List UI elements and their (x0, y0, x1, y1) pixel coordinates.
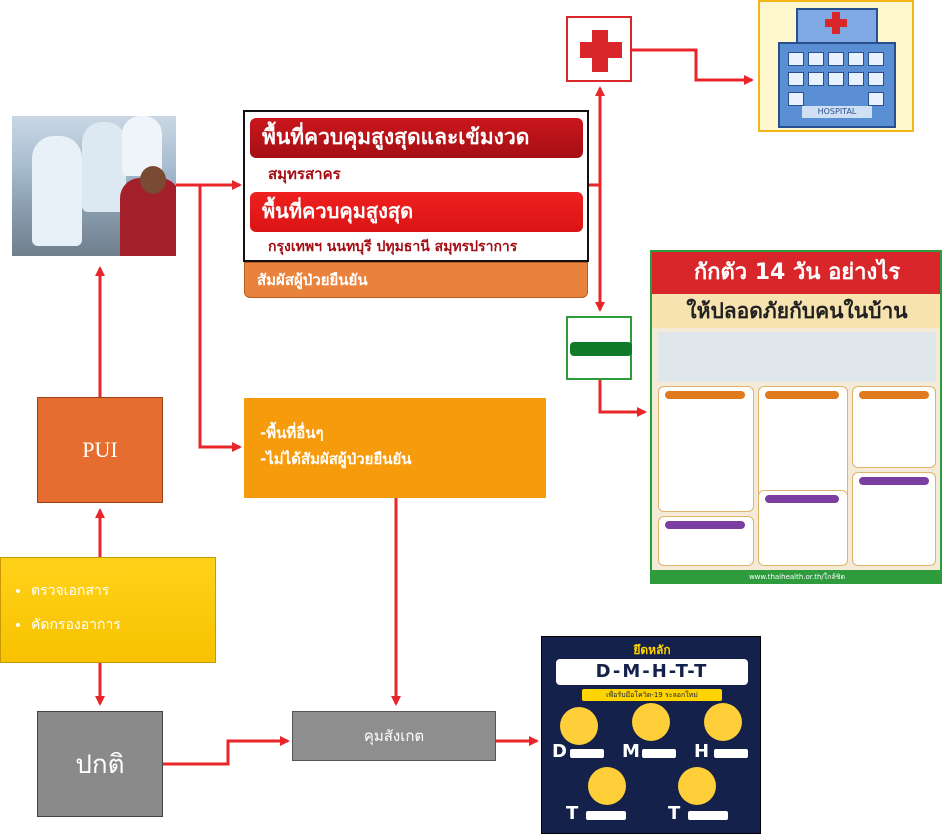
panel-heading (765, 495, 839, 503)
red-cross-icon-bar (580, 42, 622, 58)
arrow-zones-to-cross (589, 86, 605, 187)
hospital-cross-icon-bar (825, 19, 847, 27)
window (868, 52, 884, 66)
hospital-illustration: HOSPITAL (758, 0, 914, 132)
normal-box: ปกติ (37, 711, 163, 817)
thaichana-icon (678, 767, 716, 805)
letter-caption (688, 811, 728, 820)
window (788, 52, 804, 66)
panel-heading (859, 477, 929, 485)
house-scene-illustration (658, 332, 936, 382)
arrow-green-to-poster (598, 380, 647, 417)
handwashing-icon (704, 703, 742, 741)
screening-box: ตรวจเอกสาร คัดกรองอาการ (0, 557, 216, 663)
poster-title-1: กักตัว 14 วัน อย่างไร (652, 252, 940, 294)
poster-panel (658, 516, 754, 566)
letter-caption (714, 749, 748, 758)
arrow-to-other-area (198, 185, 242, 452)
poster-panel (852, 472, 936, 566)
letter-caption (642, 749, 676, 758)
red-cross-box (566, 16, 632, 82)
zone-highest-strict-provinces: สมุทรสาคร (268, 165, 341, 183)
poster-panel (852, 386, 936, 468)
screening-item-documents: ตรวจเอกสาร (31, 580, 207, 602)
normal-label: ปกติ (75, 749, 125, 779)
swab-test-photo (12, 116, 176, 256)
monitor-label: คุมสังเกต (363, 727, 425, 745)
window (788, 72, 804, 86)
dmhtt-letter-d: D (552, 741, 567, 762)
temperature-icon (588, 767, 626, 805)
letter-caption (570, 749, 604, 758)
window (808, 52, 824, 66)
other-area-line2: -ไม่ได้สัมผัสผู้ป่วยยืนยัน (260, 450, 412, 468)
dmhtt-poster: ยึดหลัก D-M-H-T-T เพื่อรับมือโควิด-19 ระ… (541, 636, 761, 834)
window (868, 72, 884, 86)
window (848, 52, 864, 66)
mask-icon (632, 703, 670, 741)
poster-panel (758, 490, 848, 566)
window (808, 72, 824, 86)
hospital-sign: HOSPITAL (802, 106, 872, 118)
home-quarantine-box (566, 316, 632, 380)
window (868, 92, 884, 106)
dmhtt-subtitle: เพื่อรับมือโควิด-19 ระลอกใหม่ (582, 689, 722, 701)
window (828, 72, 844, 86)
panel-heading (665, 521, 745, 529)
poster-title-2: ให้ปลอดภัยกับคนในบ้าน (652, 294, 940, 328)
screening-item-symptoms: คัดกรองอาการ (31, 614, 207, 636)
dmhtt-title: ยึดหลัก (633, 643, 671, 657)
zone-highest-strict-banner: พื้นที่ควบคุมสูงสุดและเข้มงวด (250, 118, 583, 158)
screening-list: ตรวจเอกสาร คัดกรองอาการ (9, 580, 207, 636)
ppe-worker-figure (32, 136, 82, 246)
window (828, 52, 844, 66)
ppe-worker-figure (82, 122, 126, 212)
dmhtt-letter-t1: T (566, 803, 579, 824)
quarantine-poster: กักตัว 14 วัน อย่างไร ให้ปลอดภัยกับคนในบ… (650, 250, 942, 584)
panel-heading (859, 391, 929, 399)
letter-caption (586, 811, 626, 820)
dmhtt-letter-t2: T (668, 803, 681, 824)
zone-highest-provinces: กรุงเทพฯ นนทบุรี ปทุมธานี สมุทรปราการ (268, 239, 518, 255)
poster-footer: www.thaihealth.or.th/ใกล้ชิด (652, 570, 940, 582)
window (788, 92, 804, 106)
monitor-box: คุมสังเกต (292, 711, 496, 761)
panel-heading (665, 391, 745, 399)
dmhtt-letter-m: M (622, 741, 640, 762)
arrow-cross-to-hospital (632, 48, 754, 85)
distancing-icon (560, 707, 598, 745)
green-bar-icon (570, 342, 632, 356)
dmhtt-letter-h: H (694, 741, 710, 762)
panel-heading (765, 391, 839, 399)
other-area-line1: -พื้นที่อื่นๆ (260, 424, 324, 442)
window (848, 72, 864, 86)
pui-box: PUI (37, 397, 163, 503)
arrow-normal-to-monitor (163, 736, 290, 766)
dmhtt-band: D-M-H-T-T (556, 659, 748, 685)
poster-panel (658, 386, 754, 512)
pui-label: PUI (82, 437, 118, 462)
other-area-box: -พื้นที่อื่นๆ -ไม่ได้สัมผัสผู้ป่วยยืนยัน (244, 398, 546, 498)
zone-highest-banner: พื้นที่ควบคุมสูงสุด (250, 192, 583, 232)
contact-confirmed-bar: สัมผัสผู้ป่วยยืนยัน (244, 262, 588, 298)
patient-head (140, 166, 166, 194)
